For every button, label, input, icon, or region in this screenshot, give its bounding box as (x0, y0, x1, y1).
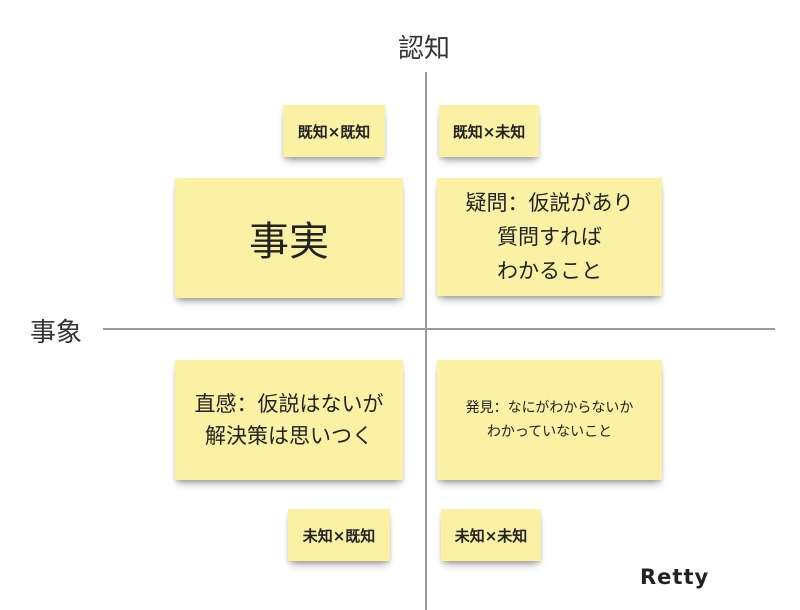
note-known-unknown: 既知×未知 (439, 105, 539, 157)
horizontal-axis (103, 328, 775, 330)
axis-label-phenomenon: 事象 (30, 318, 83, 348)
note-fact-label: 事実 (249, 219, 329, 265)
note-known-known: 既知×既知 (283, 105, 385, 157)
note-unknown-known-label: 未知×既知 (302, 526, 376, 545)
note-unknown-unknown-label: 未知×未知 (454, 526, 528, 545)
note-unknown-unknown: 未知×未知 (441, 509, 541, 561)
note-doubt-label: 疑問：仮説があり 質問すれば わかること (465, 191, 634, 283)
note-known-unknown-label: 既知×未知 (452, 122, 526, 141)
retty-logo: Retty (640, 565, 710, 589)
note-unknown-known: 未知×既知 (288, 509, 390, 561)
note-discovery-label: 発見：なにがわからないか わかっていないこと (465, 400, 634, 440)
axis-label-cognition: 認知 (398, 34, 451, 64)
vertical-axis (425, 72, 427, 610)
note-known-known-label: 既知×既知 (297, 122, 371, 141)
note-fact: 事実 (175, 178, 403, 298)
note-intuition: 直感：仮説はないが 解決策は思いつく (175, 360, 403, 480)
note-intuition-label: 直感：仮説はないが 解決策は思いつく (194, 392, 384, 448)
note-discovery: 発見：なにがわからないか わかっていないこと (437, 360, 662, 480)
note-doubt: 疑問：仮説があり 質問すれば わかること (437, 178, 662, 296)
